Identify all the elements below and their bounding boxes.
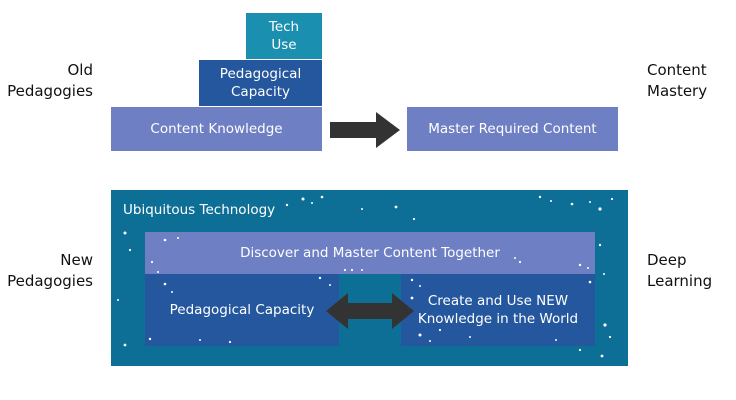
deep-learning-line1: Deep xyxy=(647,251,687,269)
tech-use-line2: Use xyxy=(271,37,297,53)
old-pedagogies-label: Old Pedagogies xyxy=(7,60,93,102)
new-pedagogies-label: New Pedagogies xyxy=(7,250,93,292)
old-pedagogies-label-line1: Old xyxy=(67,61,94,79)
deep-learning-label: Deep Learning xyxy=(647,250,712,292)
right-arrow-icon xyxy=(330,112,400,148)
tech-use-line1: Tech xyxy=(268,19,300,35)
pedagogical-capacity-box-new: Pedagogical Capacity xyxy=(145,274,339,346)
content-mastery-label: Content Mastery xyxy=(647,60,707,102)
new-pedagogies-label-line1: New xyxy=(60,251,93,269)
pedagogical-capacity-text: Pedagogical Capacity xyxy=(169,302,315,318)
new-pedagogies-label-line2: Pedagogies xyxy=(7,272,93,290)
double-arrow-icon xyxy=(326,293,414,329)
pedagogical-capacity-line2: Capacity xyxy=(231,84,290,100)
ubiquitous-technology-label: Ubiquitous Technology xyxy=(123,202,276,218)
create-use-line1: Create and Use NEW xyxy=(427,293,569,309)
content-mastery-line2: Mastery xyxy=(647,82,708,100)
master-required-content-box: Master Required Content xyxy=(407,107,618,151)
discover-master-box: Discover and Master Content Together xyxy=(145,232,595,274)
pedagogical-capacity-box-old: Pedagogical Capacity xyxy=(199,60,322,106)
deep-learning-line2: Learning xyxy=(647,272,713,290)
master-required-content-text: Master Required Content xyxy=(428,121,597,137)
create-use-box: Create and Use NEW Knowledge in the Worl… xyxy=(401,274,595,346)
discover-master-text: Discover and Master Content Together xyxy=(240,245,500,261)
tech-use-box: Tech Use xyxy=(246,13,322,59)
content-knowledge-box: Content Knowledge xyxy=(111,107,322,151)
content-knowledge-text: Content Knowledge xyxy=(150,121,283,137)
pedagogical-capacity-line1: Pedagogical xyxy=(219,66,302,82)
create-use-line2: Knowledge in the World xyxy=(417,311,579,327)
old-pedagogies-label-line2: Pedagogies xyxy=(7,82,93,100)
content-mastery-line1: Content xyxy=(647,61,707,79)
